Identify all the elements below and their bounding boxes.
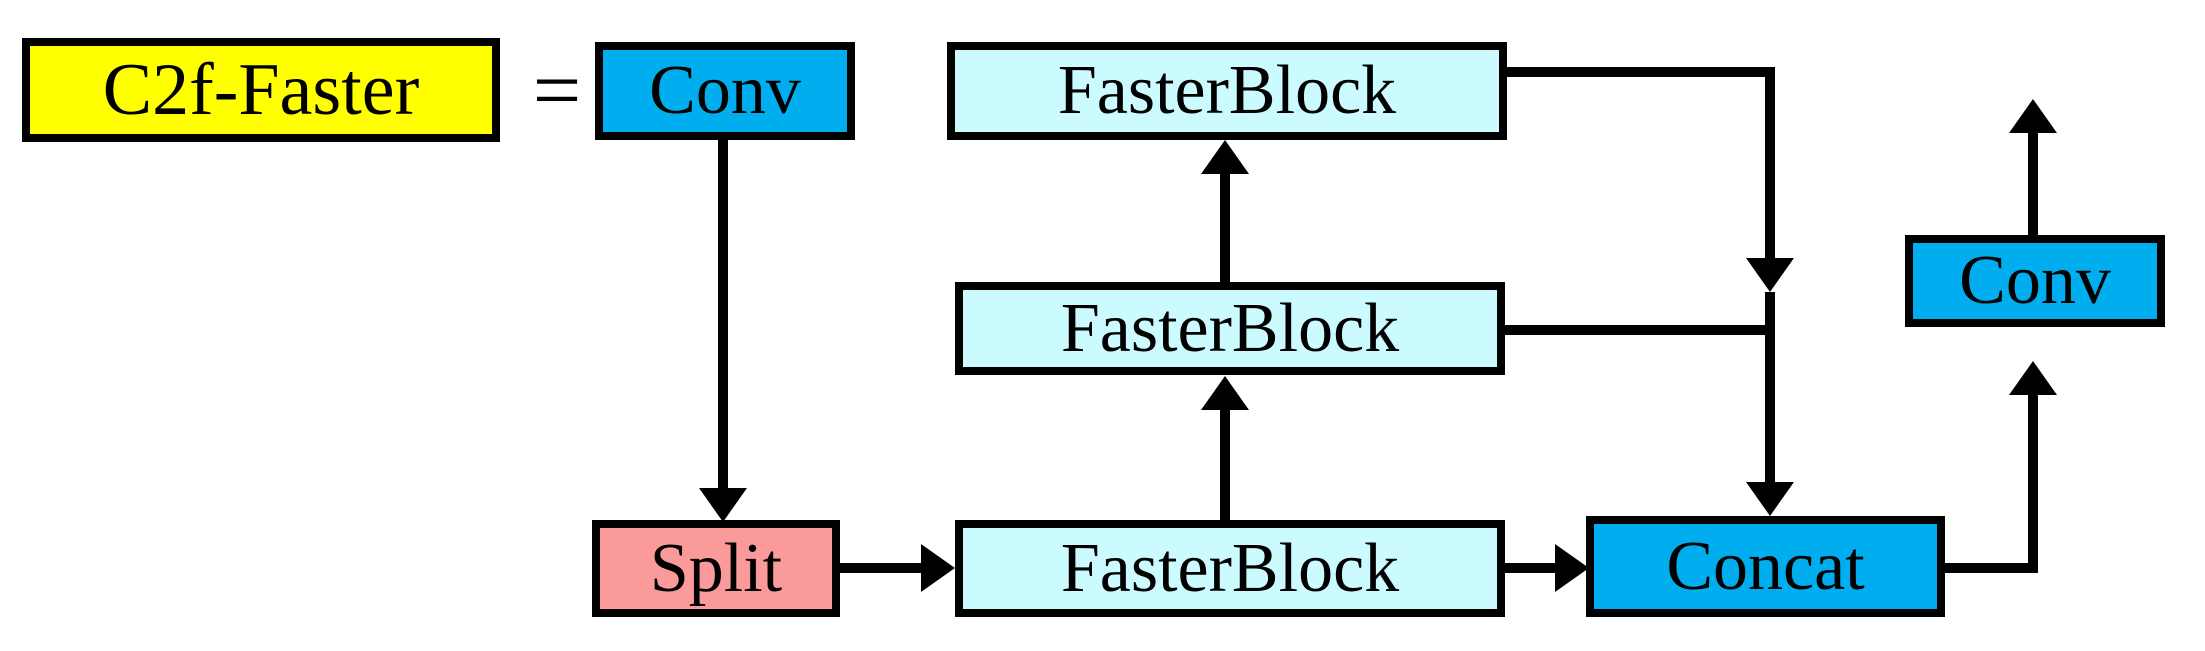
node-conv-output[interactable]: Conv <box>1905 235 2165 327</box>
node-label: C2f-Faster <box>102 49 420 131</box>
node-conv-input[interactable]: Conv <box>595 42 855 140</box>
node-label: Split <box>649 529 783 607</box>
node-c2f-faster-title[interactable]: C2f-Faster <box>22 38 500 142</box>
node-label: Conv <box>649 52 801 129</box>
edge-conv-input-to-split-line <box>718 140 728 492</box>
edge-fb-middle-to-fb-top-arrowhead <box>1201 140 1249 174</box>
node-fasterblock-bottom[interactable]: FasterBlock <box>955 520 1505 617</box>
edge-trunk-to-concat-line <box>1765 292 1775 484</box>
edge-trunk-to-concat-arrowhead <box>1746 482 1794 516</box>
edge-conv-output-to-exit-arrowhead <box>2009 99 2057 133</box>
node-label: FasterBlock <box>1060 529 1400 607</box>
edge-split-to-fasterblock-bottom-line <box>840 563 928 573</box>
edge-conv-input-to-split-arrowhead <box>699 488 747 522</box>
node-split[interactable]: Split <box>592 520 840 617</box>
edge-fb-middle-to-trunk-line <box>1498 325 1775 335</box>
node-label: FasterBlock <box>1060 289 1400 367</box>
edge-fb-bottom-to-concat-arrowhead <box>1555 544 1589 592</box>
edge-fb-bottom-to-concat-line <box>1504 563 1562 573</box>
edge-fb-bottom-to-fb-middle-arrowhead <box>1201 376 1249 410</box>
edge-fb-top-trunk-arrowhead <box>1746 258 1794 292</box>
edge-concat-to-conv-output-arrowhead <box>2009 361 2057 395</box>
edge-fb-bottom-to-fb-middle-line <box>1220 410 1230 522</box>
edge-conv-output-to-exit-line <box>2028 133 2038 238</box>
node-fasterblock-middle[interactable]: FasterBlock <box>955 282 1505 375</box>
node-label: Conv <box>1959 242 2111 319</box>
edge-concat-to-conv-output-hline <box>1940 563 2038 573</box>
edge-fb-middle-to-fb-top-line <box>1220 174 1230 284</box>
equals-glyph: = <box>532 42 582 138</box>
node-label: FasterBlock <box>1057 52 1397 129</box>
node-label: Concat <box>1666 527 1865 605</box>
edge-fb-top-to-trunk-line <box>1500 67 1775 77</box>
node-concat[interactable]: Concat <box>1586 516 1945 617</box>
edge-fb-top-trunk-vertical <box>1765 67 1775 261</box>
edge-concat-to-conv-output-vline <box>2028 395 2038 568</box>
edge-split-to-fasterblock-bottom-arrowhead <box>921 544 955 592</box>
equals-sign: = <box>526 40 588 140</box>
node-fasterblock-top[interactable]: FasterBlock <box>947 42 1507 140</box>
